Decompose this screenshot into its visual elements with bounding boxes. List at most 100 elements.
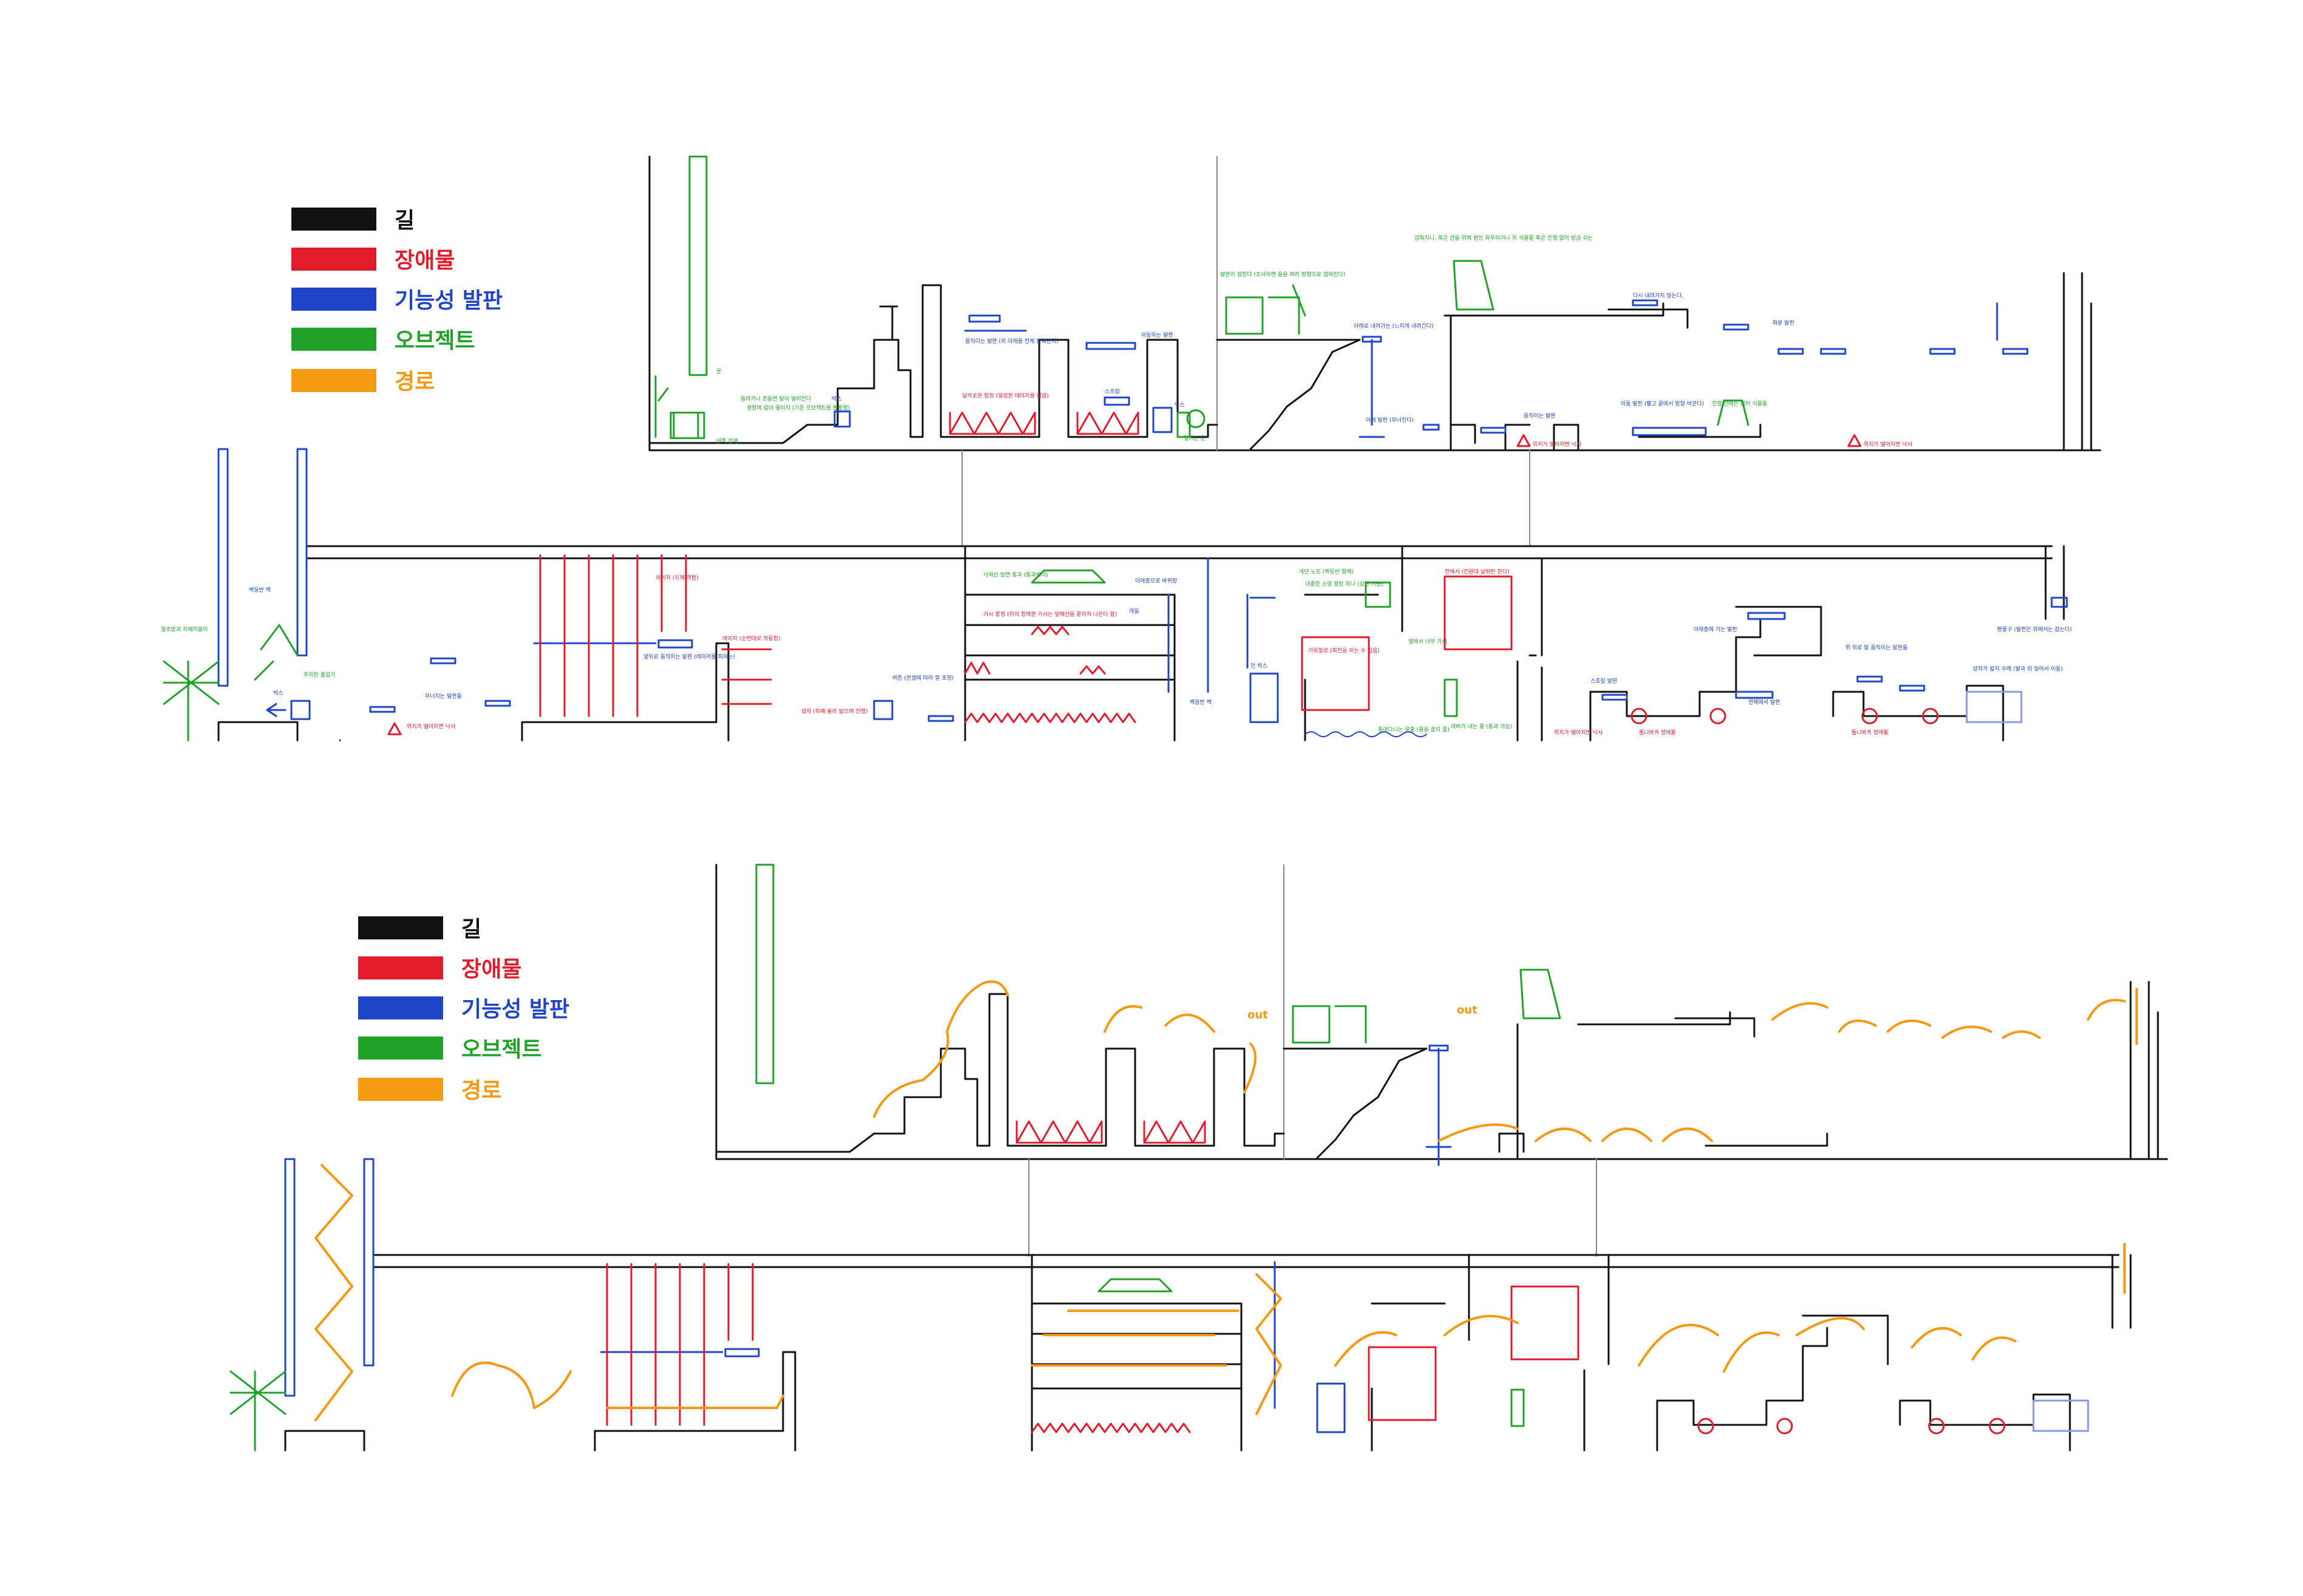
upper2-section-frame bbox=[715, 864, 2168, 1160]
route-label-out-1: out bbox=[1247, 1009, 1268, 1021]
climb-wall-right-2 bbox=[363, 1158, 375, 1367]
route-paths bbox=[314, 980, 2138, 1421]
note-lower-21: 전해서 (전원대 날뛰만 한다) bbox=[1445, 569, 1510, 575]
note-upper-13: 아래로 내려가는 (느리게 내려간다) bbox=[1354, 323, 1434, 330]
cart-platform-2 bbox=[2032, 1399, 2089, 1432]
barbed-wire-2 bbox=[229, 1370, 287, 1452]
note-lower-1: 철조망과 자해지물이 bbox=[161, 626, 208, 633]
moving-platform-2 bbox=[1085, 342, 1136, 350]
legend-top: 길 장애물 기능성 발판 오브젝트 경로 bbox=[291, 208, 503, 394]
lower-floor-1 bbox=[217, 642, 730, 742]
upper-platforms bbox=[833, 299, 2029, 438]
note-lower-5: 무너지는 발판들 bbox=[425, 693, 462, 700]
upper-notes: 돌아가나 흔들면 발이 떨어진다 문 광장에 밟아 중이지 (기존 오브젝트를 … bbox=[716, 234, 1913, 448]
note-lower-8: 앞뒤로 움직이는 발판 (레이저를 피하는) bbox=[643, 653, 735, 660]
electric-box-2b bbox=[1510, 1285, 1579, 1361]
note-lower-14: 아래층으로 바뀌함 bbox=[1135, 578, 1177, 584]
saw-4 bbox=[1922, 708, 1939, 725]
platform-floating-1 bbox=[430, 657, 456, 664]
upper-terrain-mid bbox=[1216, 339, 1361, 450]
platform-up-1 bbox=[1856, 675, 1883, 683]
electric-box-2 bbox=[1443, 575, 1513, 651]
legend2-swatch-platform bbox=[358, 996, 443, 1019]
truck-object bbox=[1031, 569, 1106, 584]
spring-platform bbox=[1104, 396, 1130, 406]
moving-platform-1 bbox=[968, 314, 1001, 323]
note-lower-31: 상자가 밟지 수레 (발과 위 밀어서 이동) bbox=[1973, 665, 2063, 672]
note-upper-15: 감춰지니, 혹은 간을 위해 방안 좌우이거나 위 식물들 혹은 진행 없어 방… bbox=[1414, 234, 1593, 242]
button-platform bbox=[928, 715, 954, 722]
elevator-rail bbox=[1358, 339, 1385, 438]
note-upper-2: 문 bbox=[716, 368, 721, 375]
route-arc-lower-1 bbox=[1031, 1310, 1240, 1367]
legend-label-platform: 기능성 발판 bbox=[395, 288, 503, 313]
legend-bottom: 길 장애물 기능성 발판 오브젝트 경로 bbox=[358, 916, 569, 1103]
legend2-label-obstacle: 장애물 bbox=[461, 957, 521, 982]
elevator-rail-2 bbox=[1425, 1047, 1452, 1166]
exit-arrow-left bbox=[266, 703, 287, 717]
spring-platform-lower bbox=[1601, 694, 1628, 701]
saw-3 bbox=[1861, 708, 1878, 725]
sofa-object-2 bbox=[1292, 1005, 1367, 1044]
note-lower-13: 가시 함정 (위의 함께한 가시는 앞에선을 끝까지 나온다 함) bbox=[983, 610, 1117, 618]
saw-2b bbox=[1776, 1418, 1793, 1435]
note-lower-6: 위치가 떨어지면 낙사 bbox=[407, 723, 456, 730]
lower-floor-4 bbox=[1589, 545, 2065, 742]
note-upper-8: 이동하는 발판 bbox=[1141, 332, 1173, 339]
moving-platform-down-1 bbox=[1747, 612, 1786, 620]
note-upper-3: 광장에 밟아 중이지 (기존 오브젝트를 활용할) bbox=[747, 404, 850, 411]
lower-objects bbox=[163, 569, 1458, 742]
legend2-label-route: 경로 bbox=[461, 1078, 501, 1103]
upper-spikes bbox=[949, 411, 1862, 447]
note-lower-27: 톱니바퀴 장애물 bbox=[1639, 729, 1676, 736]
spike-floor-2 bbox=[1031, 1422, 1191, 1433]
lever-object bbox=[1443, 678, 1458, 717]
route-zigzag-mid bbox=[1255, 1273, 1282, 1415]
lower-platforms bbox=[217, 448, 2068, 723]
note-lower-29: 위 위로 말 움직이는 발판들 bbox=[1845, 644, 1908, 651]
saw-2c bbox=[1928, 1418, 1945, 1435]
route-arc-lower-3 bbox=[1638, 1317, 2016, 1373]
moving-platform-laser bbox=[657, 639, 693, 649]
lower2-obstacles bbox=[606, 1120, 2006, 1435]
note-lower-24: 레버가 내는 물 (통과 가능) bbox=[1451, 723, 1512, 730]
route-labels: out out bbox=[1247, 1004, 1477, 1021]
note-upper-20: 진행 전에는 없어 식물들 bbox=[1712, 400, 1767, 407]
legend2-swatch-path bbox=[358, 916, 443, 939]
climb-wall-left bbox=[217, 448, 229, 687]
note-lower-9: 레이저 (순번대로 작동함) bbox=[722, 635, 781, 642]
moving-platform-4 bbox=[1723, 323, 1749, 331]
saw-2 bbox=[1709, 708, 1726, 725]
legend-label-route: 경로 bbox=[395, 370, 435, 394]
legend-label-obstacle: 장애물 bbox=[395, 248, 455, 273]
note-upper-21: 위치가 떨어지면 낙사 bbox=[1533, 441, 1582, 448]
plant-object-left bbox=[654, 375, 699, 438]
upper2-section-divider-2 bbox=[1028, 1158, 1597, 1257]
lower-ceiling bbox=[305, 545, 2053, 560]
route-arc-upper-4 bbox=[1771, 988, 2138, 1045]
note-lower-33: 위치가 떨어지면 낙사 bbox=[1554, 729, 1603, 736]
platform-floating-2 bbox=[369, 706, 396, 713]
lower2-objects bbox=[229, 864, 1561, 1452]
water-line bbox=[1304, 731, 1427, 737]
upper-upper-ledge bbox=[879, 305, 898, 341]
lower-obstacles bbox=[387, 554, 1939, 735]
door-object bbox=[1176, 411, 1191, 438]
note-upper-4: 박스 bbox=[832, 396, 842, 402]
route-arc-upper-3 bbox=[1437, 1123, 1713, 1142]
note-upper-17: 움직이는 발판 bbox=[1524, 413, 1556, 419]
note-upper-11: 열리는 문 bbox=[1184, 435, 1206, 442]
note-lower-11: 버튼 (컨셉에 따라 잘 조정) bbox=[892, 674, 954, 681]
small-platform-2 bbox=[1480, 427, 1507, 434]
spike-trap-2a bbox=[1016, 1120, 1103, 1144]
lever-object-2 bbox=[1510, 1388, 1525, 1427]
note-lower-32: 환풍구 (발판은 위에서는 잡는다) bbox=[1997, 626, 2072, 633]
sofa-object-right bbox=[1453, 260, 1494, 311]
note-lower-16: 벽등반 벽 bbox=[1190, 699, 1212, 706]
moving-platform-down-2 bbox=[1735, 691, 1774, 699]
note-upper-5: 안쪽 전체 bbox=[716, 438, 738, 445]
tree-object bbox=[1186, 409, 1206, 428]
note-upper-22: 위치가 떨어지면 낙사 bbox=[1864, 441, 1913, 448]
crate-laser bbox=[873, 700, 894, 720]
